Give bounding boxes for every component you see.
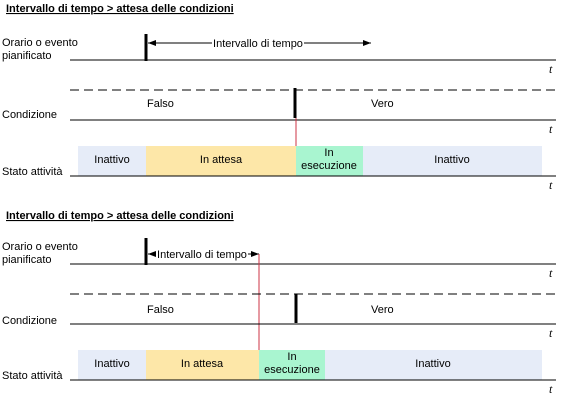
status-segment-inactive — [78, 146, 146, 176]
condition-row-label: Condizione — [2, 109, 57, 121]
status-segment-inactive — [78, 350, 146, 380]
panel-2: Intervallo di tempo > attesa delle condi… — [2, 210, 556, 396]
status-axis-label: t — [549, 382, 553, 396]
interval-label-bg — [212, 36, 304, 49]
status-segment-waiting — [146, 146, 296, 176]
condition-true-label: Vero — [371, 304, 394, 316]
status-segment-waiting — [146, 350, 259, 380]
event-row-label-line2: pianificato — [2, 50, 52, 62]
status-segment-inactive — [325, 350, 542, 380]
status-segment-running — [296, 146, 363, 176]
condition-false-label: Falso — [147, 304, 174, 316]
status-segment-label: Inattivo — [415, 358, 450, 370]
status-segment-label: esecuzione — [264, 364, 320, 376]
status-segment-label: Inattivo — [434, 154, 469, 166]
interval-label-bg — [156, 247, 248, 260]
event-row-label-line2: pianificato — [2, 254, 52, 266]
panel-1: Intervallo di tempo > attesa delle condi… — [2, 3, 556, 192]
status-row-label: Stato attività — [2, 370, 63, 382]
status-row-label: Stato attività — [2, 166, 63, 178]
event-row-label-line1: Orario o evento — [2, 241, 78, 253]
event-row-label-line1: Orario o evento — [2, 37, 78, 49]
status-segment-label: In attesa — [181, 358, 224, 370]
event-axis-label: t — [549, 62, 553, 76]
status-segment-label: In — [287, 351, 296, 363]
status-segment-inactive — [363, 146, 542, 176]
status-segment-label: In attesa — [200, 154, 243, 166]
condition-true-label: Vero — [371, 98, 394, 110]
status-segment-label: In — [324, 147, 333, 159]
condition-row-label: Condizione — [2, 315, 57, 327]
condition-false-label: Falso — [147, 98, 174, 110]
condition-axis-label: t — [549, 326, 553, 340]
status-segment-label: esecuzione — [301, 160, 357, 172]
status-segment-label: Inattivo — [94, 358, 129, 370]
panel-title: Intervallo di tempo > attesa delle condi… — [6, 210, 234, 222]
panel-title: Intervallo di tempo > attesa delle condi… — [6, 3, 234, 15]
status-segment-running — [259, 350, 325, 380]
status-axis-label: t — [549, 178, 553, 192]
interval-label: Intervallo di tempo — [157, 249, 247, 261]
condition-axis-label: t — [549, 122, 553, 136]
interval-label: Intervallo di tempo — [213, 38, 303, 50]
event-axis-label: t — [549, 266, 553, 280]
status-segment-label: Inattivo — [94, 154, 129, 166]
